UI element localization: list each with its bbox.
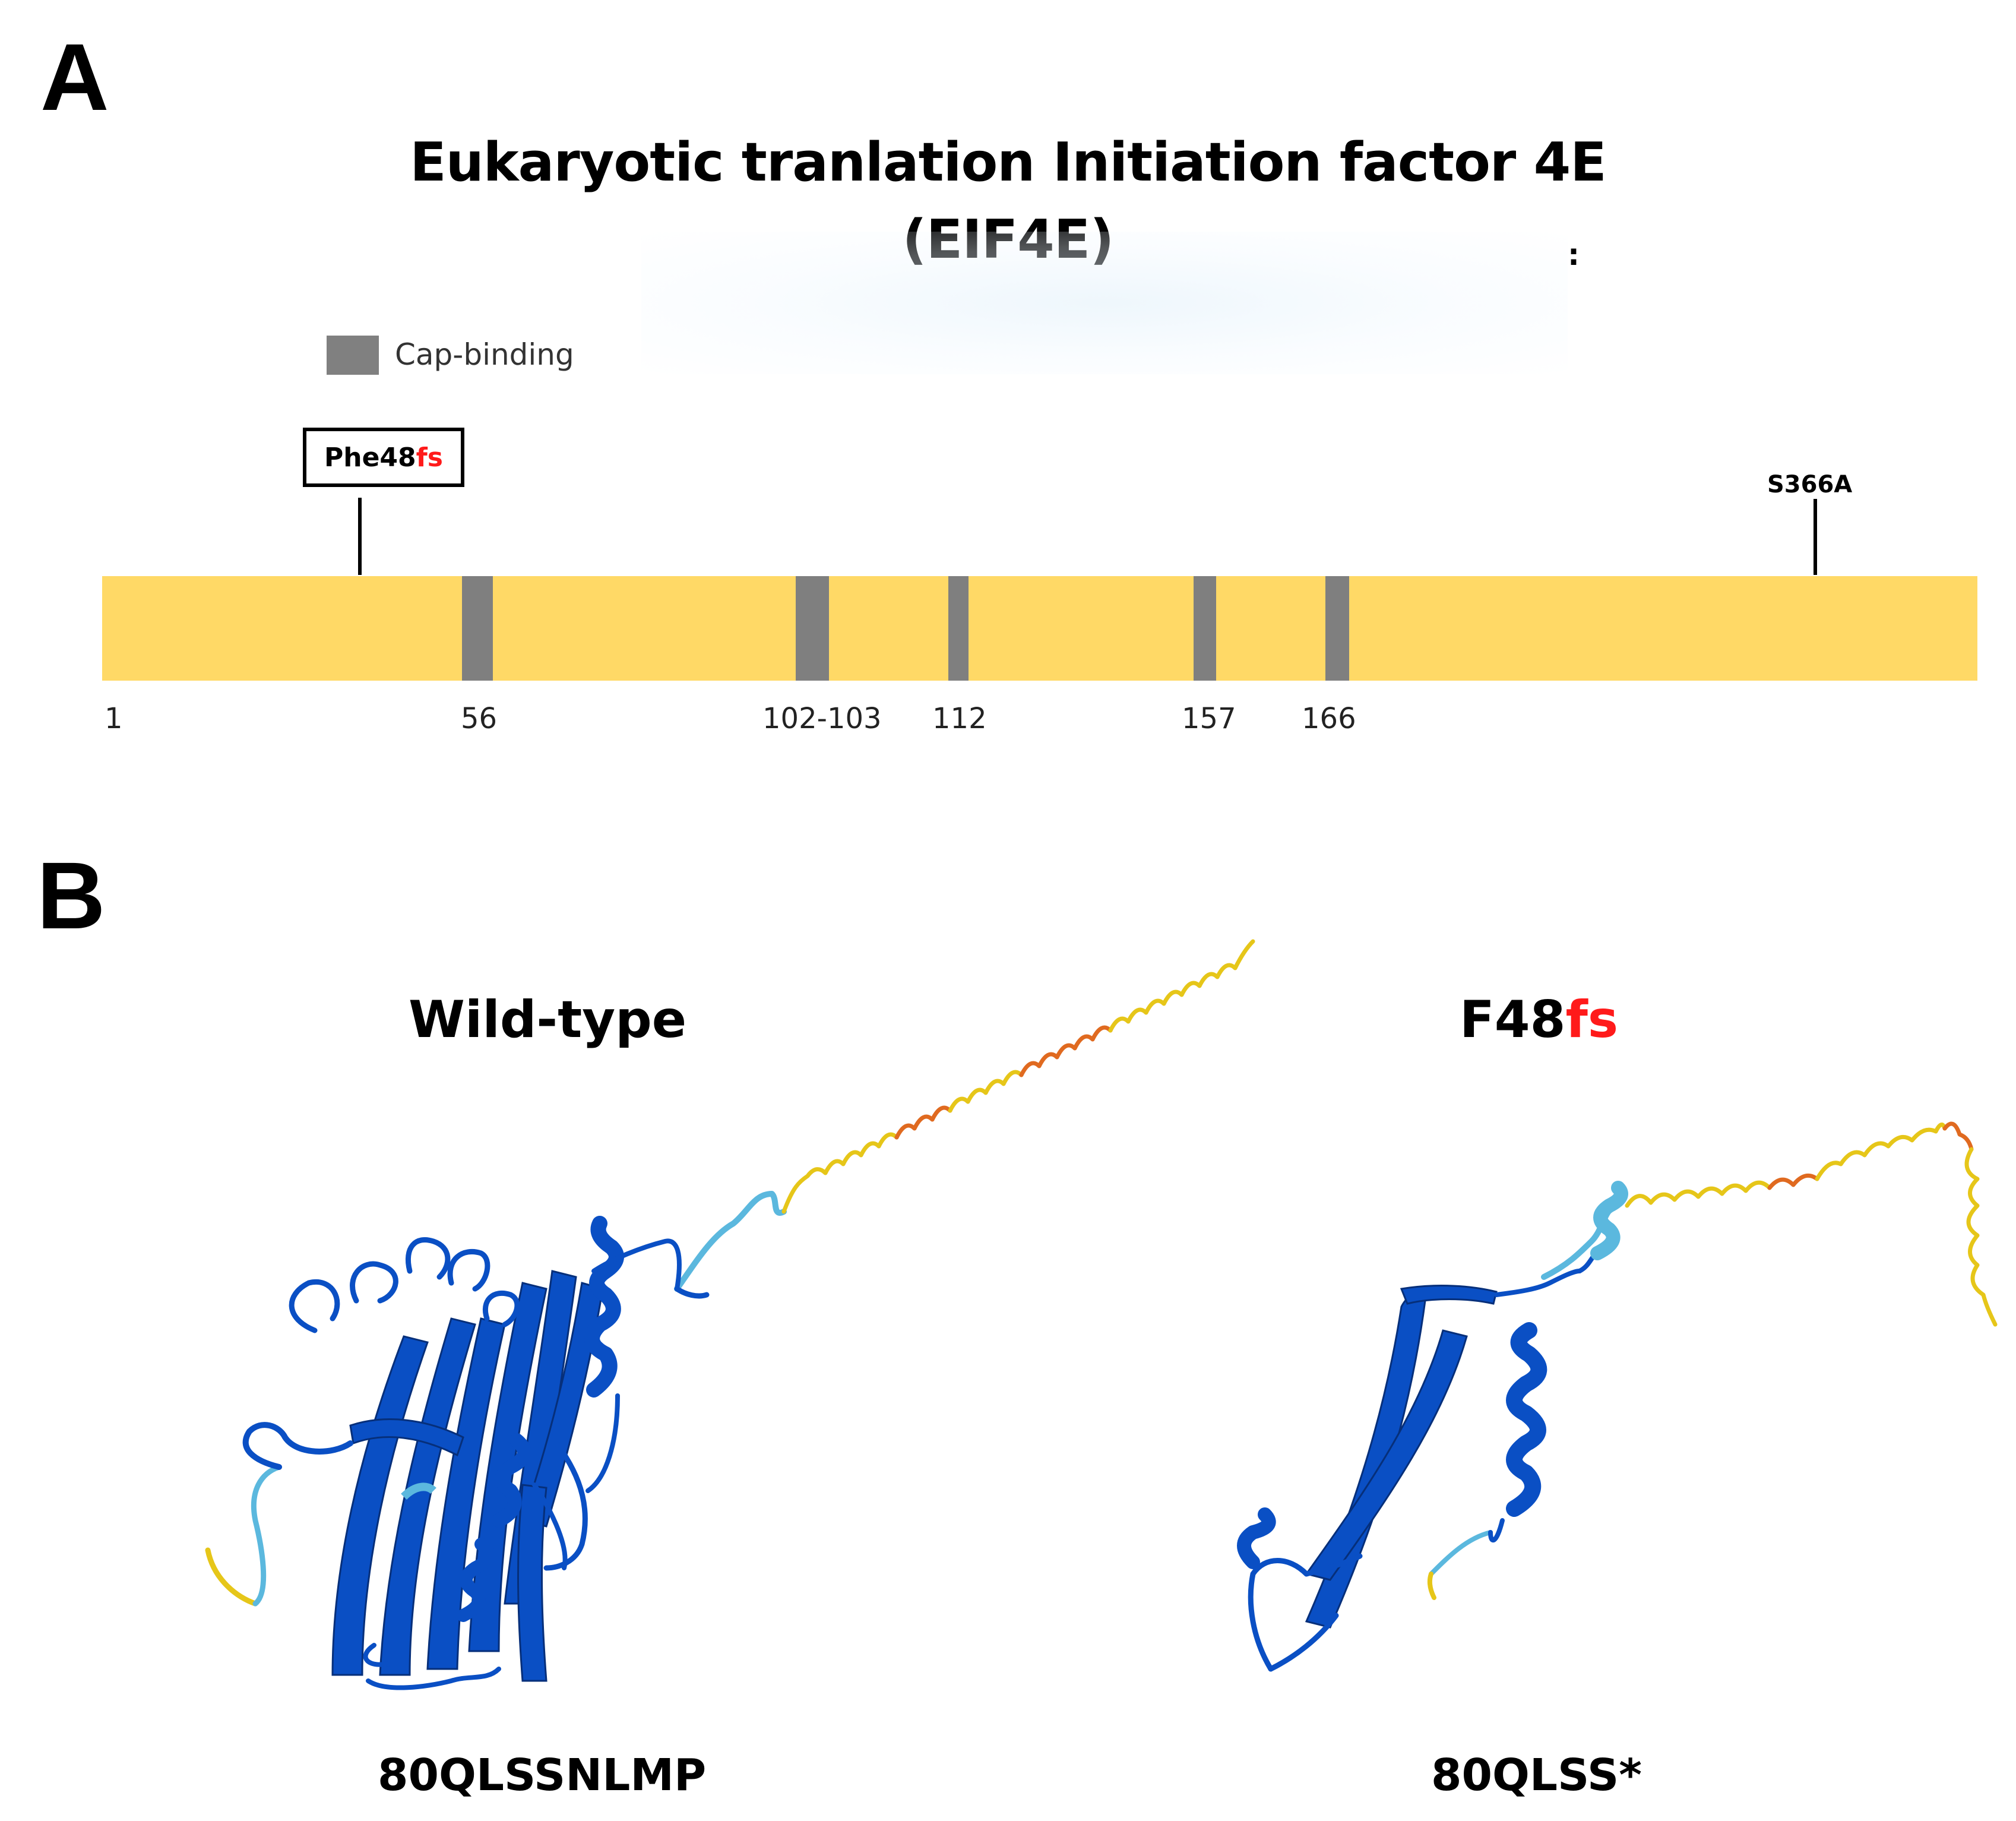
cap-binding-region-102-103 xyxy=(796,576,829,681)
background-smudge xyxy=(641,232,1568,374)
mutant-sequence: 80QLSS* xyxy=(1431,1750,1642,1801)
wild-type-heading: Wild-type xyxy=(409,990,687,1049)
wt-tail-orange-2 xyxy=(1019,1025,1113,1077)
mut-tail-yellow-3 xyxy=(1964,1147,1998,1327)
site-marker-line xyxy=(1814,499,1817,575)
wt-tail-yellow-2 xyxy=(948,1070,1024,1113)
cap-binding-region-112 xyxy=(948,576,969,681)
wt-tail-orange-1 xyxy=(894,1105,952,1140)
mutation-marker-line xyxy=(358,498,362,575)
site-label: S366A xyxy=(1767,471,1853,498)
mut-tail-yellow-2 xyxy=(1815,1123,1947,1181)
position-label: 166 xyxy=(1302,702,1356,735)
mutation-prefix: Phe48 xyxy=(324,442,416,473)
mutant-heading-prefix: F48 xyxy=(1460,990,1566,1049)
wild-type-sequence: 80QLSSNLMP xyxy=(378,1750,707,1801)
mut-tail-orange-2 xyxy=(1942,1121,1974,1152)
wt-tail-yellow-3 xyxy=(1108,939,1255,1033)
cap-binding-region-166 xyxy=(1325,576,1349,681)
mutant-heading: F48fs xyxy=(1460,994,1618,1045)
wt-tail-yellow-1 xyxy=(781,1132,899,1214)
position-label: 157 xyxy=(1182,702,1236,735)
mutation-suffix: fs xyxy=(416,442,443,473)
position-label: 56 xyxy=(461,702,498,735)
cap-binding-region-157 xyxy=(1194,576,1216,681)
protein-title: Eukaryotic tranlation Initiation factor … xyxy=(410,131,1607,194)
panel-b-letter: B xyxy=(37,842,106,949)
protein-domain-bar xyxy=(102,576,1977,681)
panel-a-letter: A xyxy=(40,24,109,130)
mut-tail-yellow-1 xyxy=(1625,1180,1772,1208)
wt-tail-light-blue xyxy=(674,1191,787,1292)
legend-label-cap-binding: Cap-binding xyxy=(395,337,574,372)
position-label: 1 xyxy=(105,702,123,735)
wt-left-loop xyxy=(205,1547,258,1607)
mut-tail-orange-1 xyxy=(1767,1173,1819,1190)
mutant-heading-suffix: fs xyxy=(1565,990,1619,1049)
position-label: 102-103 xyxy=(762,702,882,735)
position-label: 112 xyxy=(932,702,987,735)
stray-colon: : xyxy=(1568,238,1580,272)
cap-binding-region-56 xyxy=(462,576,493,681)
legend-swatch-cap-binding xyxy=(327,336,379,375)
